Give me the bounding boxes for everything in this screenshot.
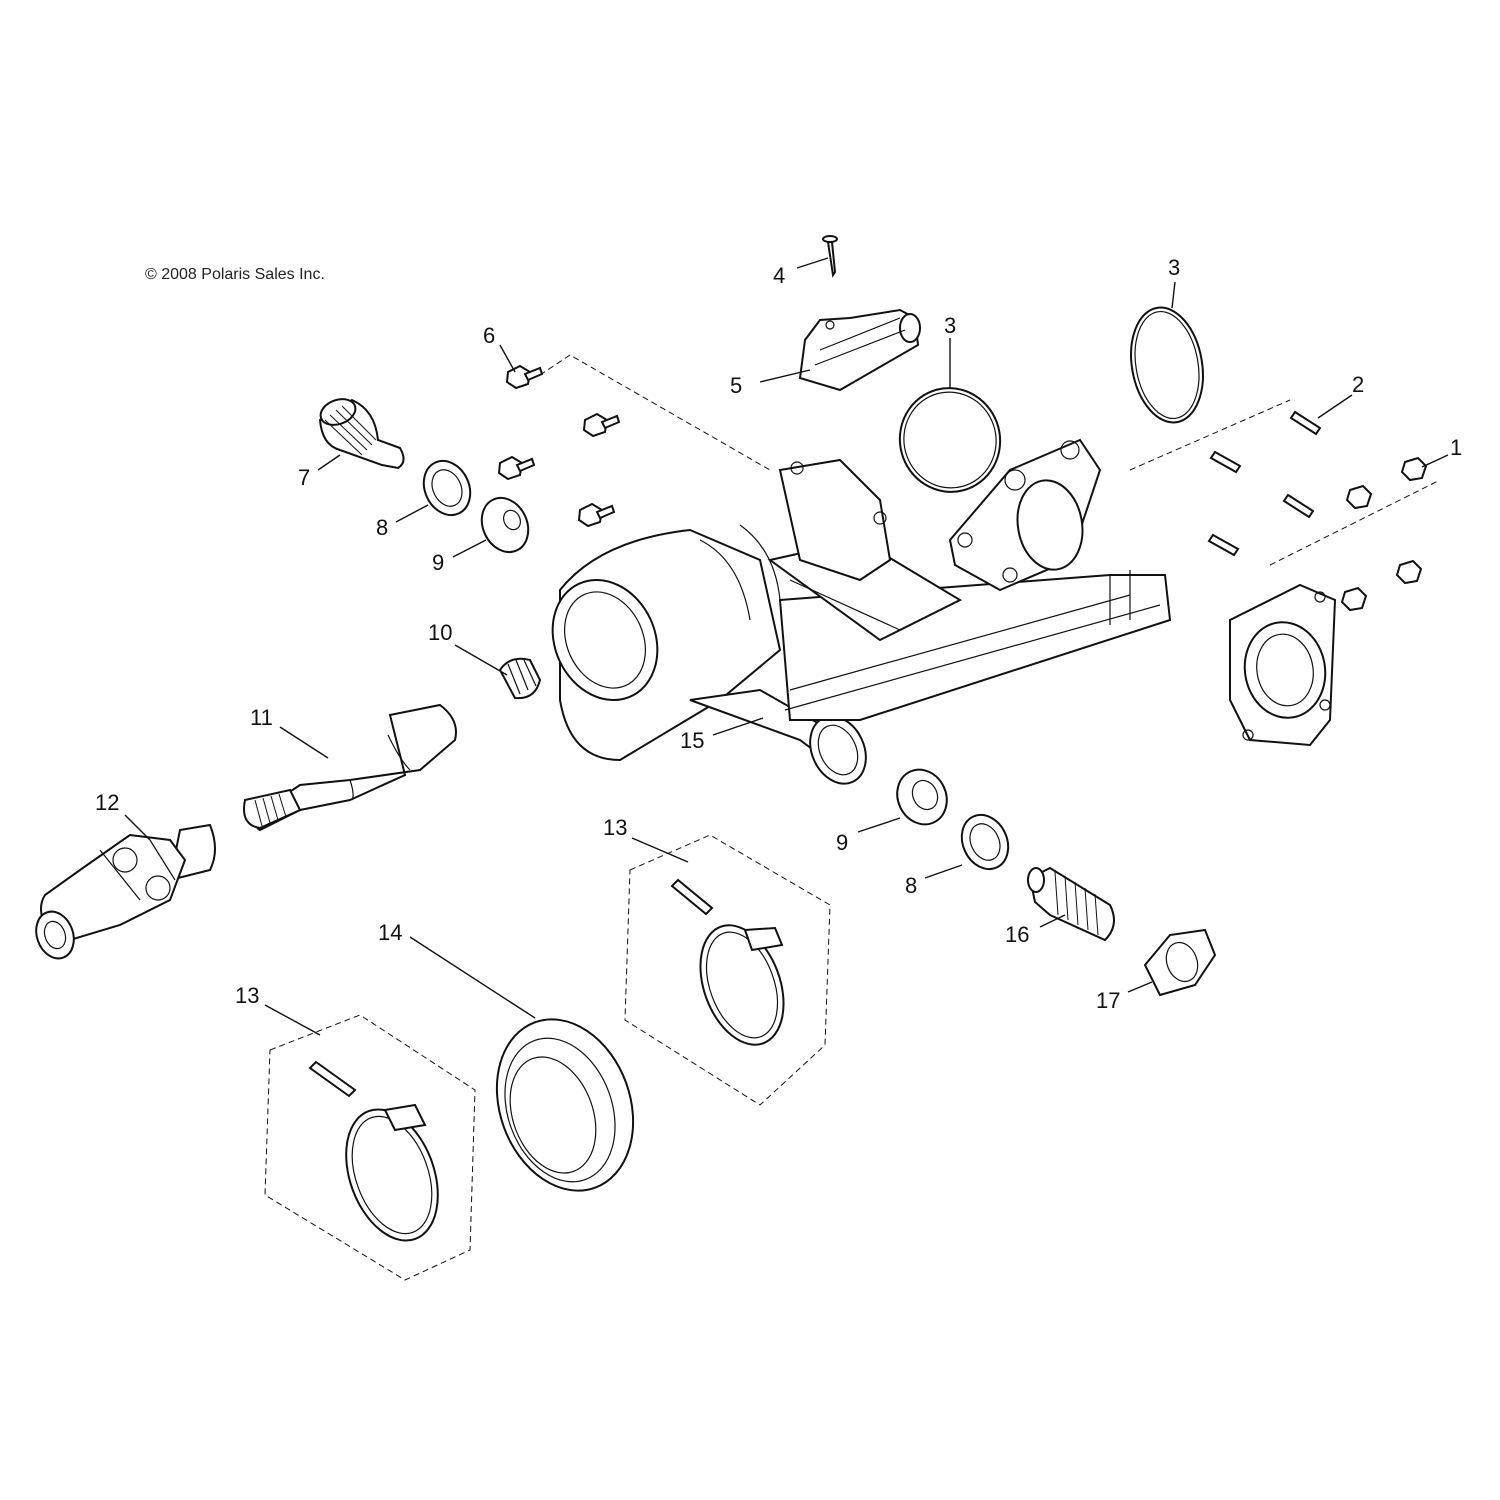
callout-16: 16 [1005, 922, 1029, 947]
swingarm-part [551, 438, 1337, 785]
callout-9-right: 9 [836, 830, 848, 855]
copyright-notice: © 2008 Polaris Sales Inc. [145, 266, 325, 283]
callout-3-upper: 3 [1168, 255, 1180, 280]
clamp-group-upper [624, 834, 831, 1106]
callout-3-lower: 3 [944, 313, 956, 338]
callout-9-left: 9 [432, 550, 444, 575]
drive-shaft-part [243, 703, 457, 832]
u-joint-part [35, 823, 216, 960]
assembly-guide-lines [539, 354, 1441, 566]
callout-2: 2 [1352, 372, 1364, 397]
boot-part [495, 1018, 635, 1192]
o-ring-part [898, 306, 1204, 493]
callout-12: 12 [95, 790, 119, 815]
hex-nut-part [1143, 928, 1217, 997]
callout-13-lower: 13 [235, 983, 259, 1008]
callout-1: 1 [1450, 435, 1462, 460]
callout-8-left: 8 [376, 515, 388, 540]
callout-5: 5 [730, 373, 742, 398]
splined-sleeve-part [318, 398, 405, 470]
callout-17: 17 [1096, 988, 1120, 1013]
callout-7: 7 [298, 465, 310, 490]
bearing-part [480, 496, 948, 826]
bolt-part [1207, 410, 1322, 557]
callout-4: 4 [773, 263, 785, 288]
callout-6: 6 [483, 323, 495, 348]
cover-part [798, 308, 921, 392]
bolt-part-6 [497, 364, 621, 528]
callout-15: 15 [680, 728, 704, 753]
callout-13-upper: 13 [603, 815, 627, 840]
callout-14: 14 [378, 920, 402, 945]
callout-11: 11 [250, 705, 273, 730]
screw-part [822, 235, 838, 278]
splined-stub-part [1027, 866, 1115, 942]
callout-10: 10 [428, 620, 452, 645]
leader-lines [124, 257, 1449, 1036]
spring-part [498, 657, 542, 700]
callout-labels: 1 2 3 3 4 5 6 7 8 8 9 9 10 11 12 13 13 1… [95, 255, 1462, 1013]
nut-part [1340, 456, 1428, 612]
seal-part [422, 459, 1010, 871]
callout-8-right: 8 [905, 873, 917, 898]
clamp-group-lower [264, 1014, 476, 1281]
